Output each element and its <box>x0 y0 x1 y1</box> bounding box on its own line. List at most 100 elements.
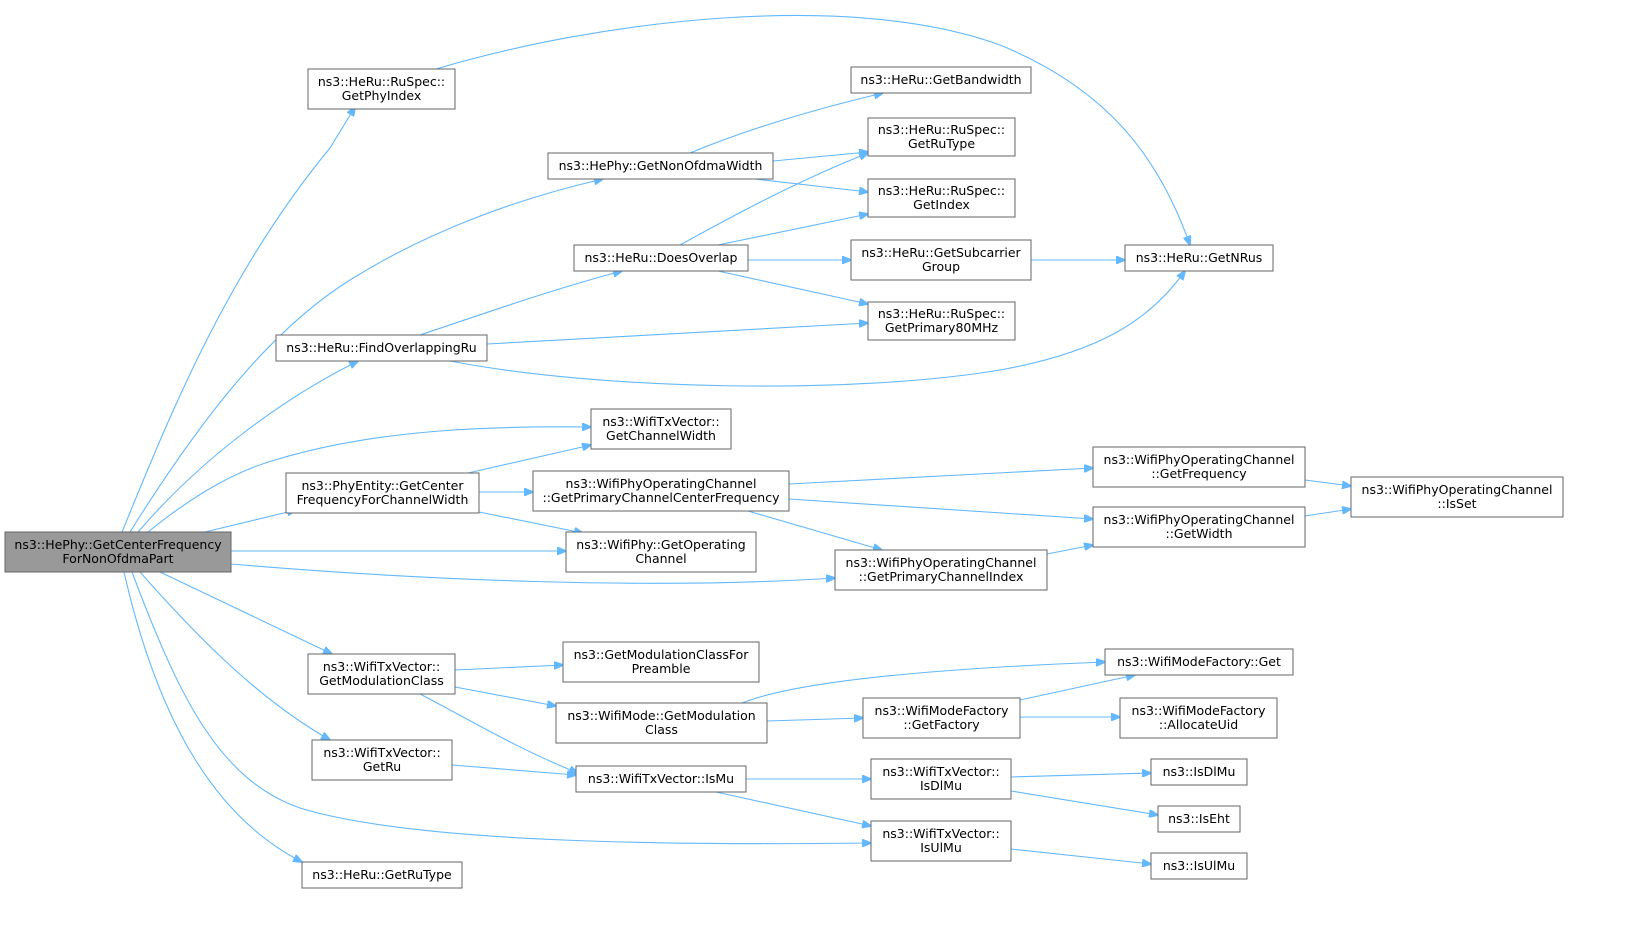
node-box <box>870 820 1012 862</box>
node-getFactory[interactable]: ns3::WifiModeFactory::GetFactory <box>862 697 1021 739</box>
node-phyEntityGetCenter[interactable]: ns3::PhyEntity::GetCenterFrequencyForCha… <box>285 472 480 514</box>
node-box <box>1124 244 1274 272</box>
node-txIsUlMu[interactable]: ns3::WifiTxVector::IsUlMu <box>870 820 1012 862</box>
node-getPrimaryChannelCenter[interactable]: ns3::WifiPhyOperatingChannel::GetPrimary… <box>532 470 790 512</box>
node-label-line: ns3::WifiPhyOperatingChannel <box>1104 452 1295 467</box>
edge-txIsUlMu-to-isUlMu <box>1010 848 1151 864</box>
node-getPrimary80[interactable]: ns3::HeRu::RuSpec::GetPrimary80MHz <box>867 301 1016 341</box>
edge-getWidth-to-isSet <box>1304 509 1351 517</box>
edge-txGetModulationClass-to-isMu <box>419 693 578 773</box>
node-label-line: ns3::IsEht <box>1168 811 1230 826</box>
node-root[interactable]: ns3::HePhy::GetCenterFrequencyForNonOfdm… <box>4 531 232 573</box>
node-getBandwidth[interactable]: ns3::HeRu::GetBandwidth <box>850 66 1032 94</box>
node-getNonOfdmaWidth[interactable]: ns3::HePhy::GetNonOfdmaWidth <box>547 152 774 180</box>
edge-root-to-getPhyIndex <box>121 107 355 533</box>
node-box <box>850 66 1032 94</box>
edge-root-to-txGetModulationClass <box>159 571 332 654</box>
edge-getPrimaryChannelCenter-to-getPrimaryChannelIndex <box>747 510 882 550</box>
node-txIsDlMu[interactable]: ns3::WifiTxVector::IsDlMu <box>870 758 1012 800</box>
node-label-line: ns3::HeRu::RuSpec:: <box>878 183 1005 198</box>
node-getChannelWidth[interactable]: ns3::WifiTxVector::GetChannelWidth <box>590 408 732 450</box>
node-box <box>867 301 1016 341</box>
node-label-line: Class <box>645 722 678 737</box>
node-box <box>301 861 463 889</box>
node-label-line: ns3::HeRu::GetRuType <box>312 867 452 882</box>
edge-root-to-getChannelWidth <box>147 427 591 533</box>
edge-doesOverlap-to-ruSpecGetRuType <box>679 153 868 246</box>
node-label-line: ns3::HeRu::FindOverlappingRu <box>286 340 476 355</box>
node-getPhyIndex[interactable]: ns3::HeRu::RuSpec::GetPhyIndex <box>307 68 456 110</box>
node-label-line: ns3::HePhy::GetNonOfdmaWidth <box>559 158 763 173</box>
node-isMu[interactable]: ns3::WifiTxVector::IsMu <box>575 765 747 793</box>
node-label-line: ns3::WifiModeFactory <box>875 703 1010 718</box>
node-isSet[interactable]: ns3::WifiPhyOperatingChannel::IsSet <box>1350 476 1564 518</box>
edge-root-to-getPrimaryChannelIndex <box>230 563 835 584</box>
node-heRuGetRuType[interactable]: ns3::HeRu::GetRuType <box>301 861 463 889</box>
node-getWidth[interactable]: ns3::WifiPhyOperatingChannel::GetWidth <box>1092 506 1306 548</box>
node-allocateUid[interactable]: ns3::WifiModeFactory::AllocateUid <box>1119 697 1278 739</box>
node-box <box>532 470 790 512</box>
node-getFrequency[interactable]: ns3::WifiPhyOperatingChannel::GetFrequen… <box>1092 446 1306 488</box>
node-ruSpecGetRuType[interactable]: ns3::HeRu::RuSpec::GetRuType <box>867 117 1016 157</box>
node-box <box>1150 758 1248 786</box>
edge-findOverlappingRu-to-getPrimary80 <box>486 323 868 345</box>
edge-root-to-txIsUlMu <box>131 571 871 844</box>
edge-getPrimaryChannelCenter-to-getFrequency <box>788 468 1093 485</box>
node-label-line: ::GetFactory <box>903 717 980 732</box>
node-label-line: ns3::WifiPhy::GetOperating <box>576 537 745 552</box>
edge-getNonOfdmaWidth-to-ruSpecGetIndex <box>754 178 868 192</box>
node-getNRus[interactable]: ns3::HeRu::GetNRus <box>1124 244 1274 272</box>
edge-root-to-txGetRu <box>139 571 330 740</box>
node-isEht[interactable]: ns3::IsEht <box>1157 805 1241 833</box>
node-label-line: ::GetPrimaryChannelIndex <box>859 569 1024 584</box>
node-isDlMu[interactable]: ns3::IsDlMu <box>1150 758 1248 786</box>
node-label-line: ns3::IsUlMu <box>1163 858 1235 873</box>
node-label-line: ns3::WifiPhyOperatingChannel <box>1362 482 1553 497</box>
node-box <box>275 334 488 362</box>
node-label-line: ns3::IsDlMu <box>1163 764 1236 779</box>
edge-doesOverlap-to-getPrimary80 <box>717 270 868 304</box>
node-label-line: ns3::HePhy::GetCenterFrequency <box>14 537 222 552</box>
edge-doesOverlap-to-ruSpecGetIndex <box>717 214 868 246</box>
node-label-line: IsUlMu <box>920 840 962 855</box>
edge-findOverlappingRu-to-getNRus <box>449 271 1185 387</box>
node-box <box>867 117 1016 157</box>
node-label-line: GetChannelWidth <box>606 428 716 443</box>
node-box <box>555 702 768 744</box>
node-label-line: ns3::WifiTxVector:: <box>323 659 440 674</box>
node-getPrimaryChannelIndex[interactable]: ns3::WifiPhyOperatingChannel::GetPrimary… <box>834 549 1048 591</box>
node-box <box>1350 476 1564 518</box>
node-label-line: ns3::WifiModeFactory::Get <box>1117 654 1281 669</box>
node-box <box>307 68 456 110</box>
node-label-line: Channel <box>635 551 686 566</box>
node-label-line: ns3::PhyEntity::GetCenter <box>301 478 464 493</box>
node-box <box>311 739 453 781</box>
node-findOverlappingRu[interactable]: ns3::HeRu::FindOverlappingRu <box>275 334 488 362</box>
node-label-line: ::GetWidth <box>1165 526 1232 541</box>
edge-getPrimaryChannelCenter-to-getWidth <box>788 498 1093 519</box>
edge-modeGetModulationClass-to-getFactory <box>766 718 863 721</box>
node-isUlMu[interactable]: ns3::IsUlMu <box>1150 852 1248 880</box>
node-txGetModulationClass[interactable]: ns3::WifiTxVector::GetModulationClass <box>307 653 456 695</box>
node-label-line: ::GetPrimaryChannelCenterFrequency <box>543 490 781 505</box>
node-doesOverlap[interactable]: ns3::HeRu::DoesOverlap <box>573 244 749 272</box>
edge-root-to-heRuGetRuType <box>123 571 302 862</box>
edge-root-to-phyEntityGetCenter <box>204 510 296 533</box>
node-label-line: ns3::HeRu::DoesOverlap <box>585 250 738 265</box>
node-label-line: ns3::WifiModeFactory <box>1132 703 1267 718</box>
node-modeGetModulationClass[interactable]: ns3::WifiMode::GetModulationClass <box>555 702 768 744</box>
node-label-line: ::IsSet <box>1437 496 1476 511</box>
node-ruSpecGetIndex[interactable]: ns3::HeRu::RuSpec::GetIndex <box>867 178 1016 218</box>
edge-txGetModulationClass-to-getModClassForPreamble <box>454 665 563 671</box>
node-txGetRu[interactable]: ns3::WifiTxVector::GetRu <box>311 739 453 781</box>
node-label-line: IsDlMu <box>920 778 962 793</box>
node-label-line: ns3::WifiPhyOperatingChannel <box>1104 512 1295 527</box>
node-label-line: GetModulationClass <box>319 673 444 688</box>
node-label-line: ns3::HeRu::GetSubcarrier <box>861 245 1021 260</box>
node-label-line: ns3::WifiTxVector:: <box>882 826 999 841</box>
node-factoryGet[interactable]: ns3::WifiModeFactory::Get <box>1104 648 1294 676</box>
